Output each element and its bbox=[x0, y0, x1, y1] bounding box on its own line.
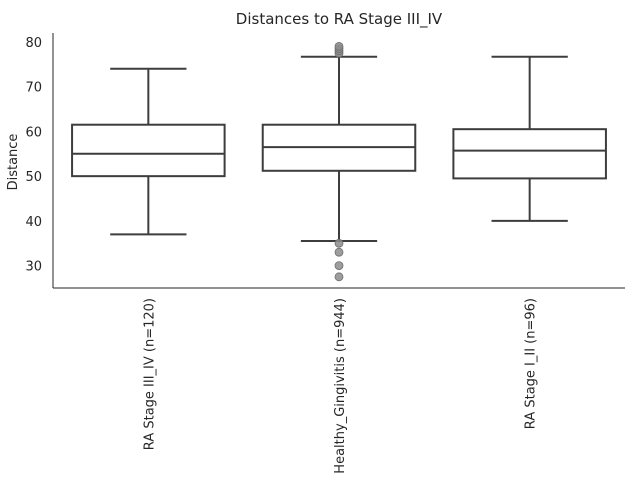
y-axis-ticks: 30 40 50 60 70 80 bbox=[25, 36, 42, 275]
x-tick-label: RA Stage I_II (n=96) bbox=[524, 298, 539, 429]
outlier-point bbox=[334, 42, 344, 51]
box-iqr bbox=[71, 123, 226, 178]
y-tick-label: 40 bbox=[25, 215, 42, 230]
x-axis-ticks: RA Stage III_IV (n=120) Healthy_Gingiviti… bbox=[142, 298, 538, 474]
outlier-point bbox=[334, 272, 344, 282]
outlier-point bbox=[334, 261, 344, 271]
outlier-point bbox=[334, 247, 344, 257]
box-group bbox=[71, 67, 226, 236]
outlier-point bbox=[334, 238, 344, 248]
box-group bbox=[261, 42, 417, 282]
y-tick-label: 60 bbox=[25, 125, 42, 140]
y-axis-label: Distance bbox=[6, 134, 21, 191]
box-iqr bbox=[452, 128, 607, 180]
boxes bbox=[71, 42, 607, 282]
x-tick-label: RA Stage III_IV (n=120) bbox=[142, 298, 157, 450]
y-tick-label: 30 bbox=[25, 260, 42, 275]
axes bbox=[52, 33, 625, 289]
box-group bbox=[452, 55, 607, 222]
y-tick-label: 70 bbox=[25, 81, 42, 96]
y-tick-label: 50 bbox=[25, 170, 42, 185]
x-tick-label: Healthy_Gingivitis (n=944) bbox=[333, 298, 348, 474]
y-tick-label: 80 bbox=[25, 36, 42, 51]
chart-title: Distances to RA Stage III_IV bbox=[236, 10, 443, 29]
